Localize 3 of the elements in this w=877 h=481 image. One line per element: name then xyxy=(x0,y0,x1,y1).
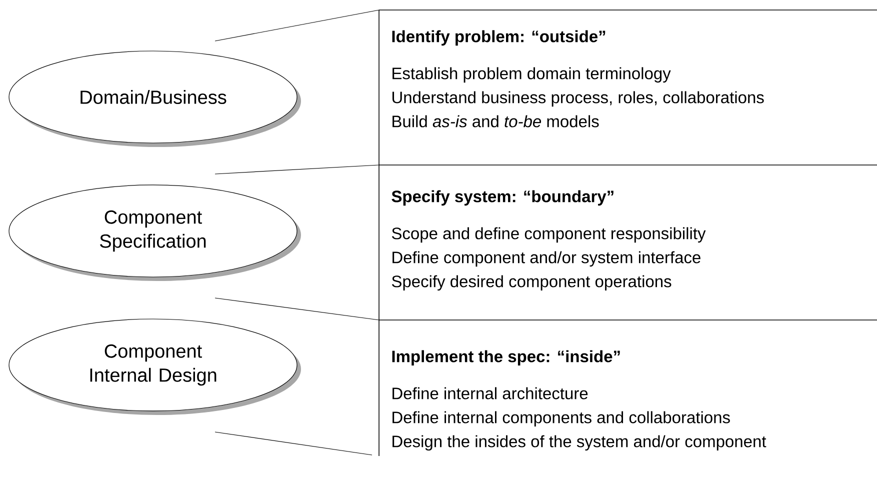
text-section: Specify system: “boundary” Scope and define component responsibility Define component and/or system interface Specify desired component operations xyxy=(392,190,706,291)
text-section: Identify problem: “outside” Establish problem domain terminology Understand business process, roles, collaborations Build as-is and to-be models xyxy=(392,30,764,128)
text-section: Implement the spec: “inside” Define internal architecture Define internal components and collaborations Design the insides of the system and/or component xyxy=(392,350,766,451)
